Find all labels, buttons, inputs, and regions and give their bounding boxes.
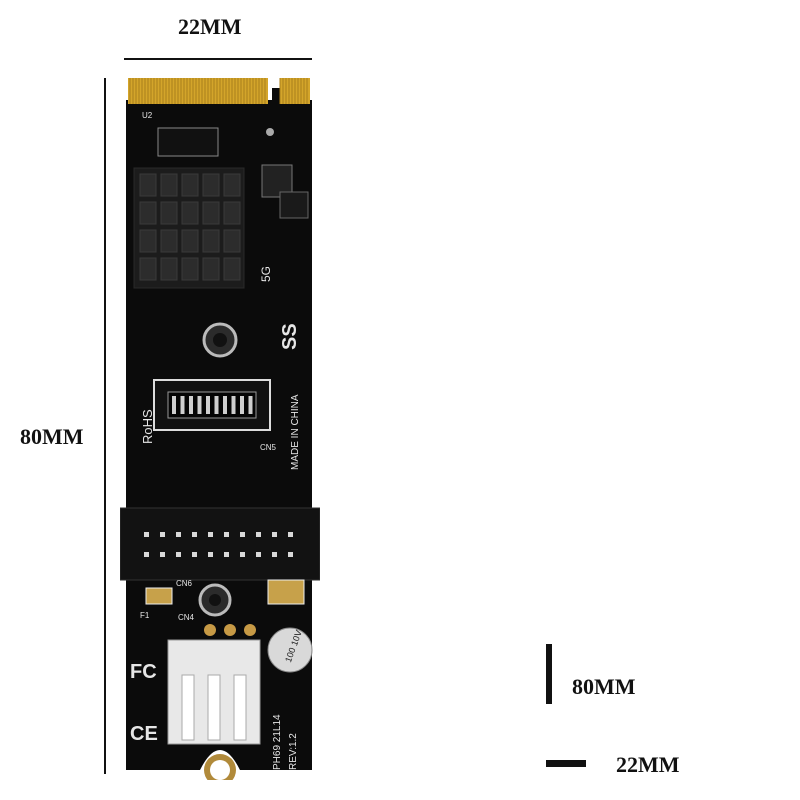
height-dimension-line [104,78,106,774]
width-dimension-line [124,58,312,60]
heatsink [133,167,245,289]
u2-silk: U2 [142,111,153,120]
rev-silk: REV:1.2 [288,733,299,770]
cn4-silk: CN4 [178,613,195,622]
ic-top [157,127,219,157]
cn5-silk: CN5 [260,443,277,452]
ce-logo: CE [130,723,158,745]
m2-adapter-board: 100 10V RoHS 5G SS MADE IN CHINA PH69 21… [119,70,321,786]
ss-logo: SS [279,323,301,350]
gold-fingers [128,78,310,104]
model-silk: PH69 21L14 [272,714,283,770]
fc-logo: FC [130,661,157,683]
made-in-silk: MADE IN CHINA [290,394,301,470]
board-illustration: 100 10V RoHS 5G SS MADE IN CHINA PH69 21… [119,78,321,786]
legend-long-label: 80MM [572,674,636,699]
fan-connector [167,624,261,745]
rohs-silk: RoHS [140,409,155,444]
legend-short-bar [546,760,586,767]
cn6-silk: CN6 [176,579,193,588]
inductor [279,191,309,219]
f1-silk: F1 [140,611,150,620]
cn5-connector [153,379,271,431]
speed-silk: 5G [259,266,273,282]
height-dimension-label: 80MM [20,424,84,449]
smd-1 [266,128,274,136]
legend-short-label: 22MM [616,752,680,777]
fuse-f1 [145,587,173,605]
capacitor: 100 10V [267,627,313,673]
usb-pin-header [119,507,321,581]
legend-long-bar [546,644,552,704]
width-dimension-label: 22MM [178,14,242,39]
